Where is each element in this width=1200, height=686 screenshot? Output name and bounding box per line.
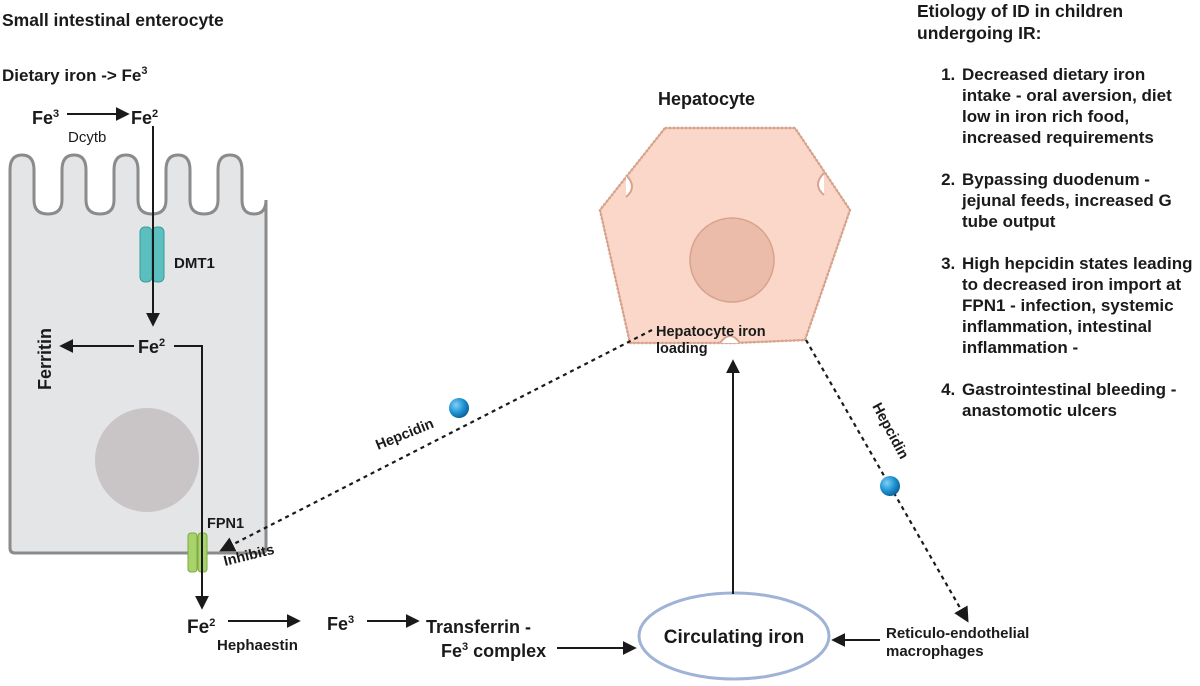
hepatocyte-nucleus (689, 217, 775, 303)
fe3-label-top: Fe3 (32, 108, 59, 128)
transferrin-label-line2: Fe3 complex (441, 641, 546, 661)
dmt1-label: DMT1 (174, 255, 215, 272)
ferritin-label: Ferritin (35, 328, 55, 390)
fpn1-transporter (187, 532, 208, 573)
dmt1-transporter (139, 226, 165, 283)
etiology-item-4: Gastrointestinal bleeding - anastomotic … (960, 379, 1197, 421)
etiology-item-1: Decreased dietary iron intake - oral ave… (960, 64, 1197, 148)
hepcidin-molecule-left (449, 398, 469, 418)
fe2-label-top: Fe2 (131, 108, 158, 128)
reticulo-label-line2: macrophages (886, 643, 984, 660)
arrow-fe2-to-fpn1 (174, 345, 209, 610)
hepatocyte-notch-left (625, 174, 633, 198)
hepcidin-molecule-right (880, 476, 900, 496)
hepatocyte-cell-outline (599, 127, 851, 344)
etiology-item-3: High hepcidin states leading to decrease… (960, 253, 1197, 358)
etiology-item-2: Bypassing duodenum - jejunal feeds, incr… (960, 169, 1197, 232)
hepcidin-label-left: Hepcidin (374, 416, 437, 454)
etiology-panel: Etiology of ID in children undergoing IR… (912, 0, 1197, 442)
hepatocyte-loading-line1: Hepatocyte iron (656, 324, 766, 340)
fe2-label-mid: Fe2 (138, 337, 165, 357)
etiology-title: Etiology of ID in children undergoing IR… (917, 1, 1124, 43)
transferrin-label-line1: Transferrin - (426, 617, 531, 637)
enterocyte-nucleus (95, 408, 199, 512)
hepcidin-label-right: Hepcidin (868, 400, 911, 462)
enterocyte-title: Small intestinal enterocyte (2, 10, 224, 30)
circulating-iron-label: Circulating iron (664, 627, 804, 648)
fpn1-label: FPN1 (207, 516, 244, 532)
hepatocyte-title: Hepatocyte (658, 89, 755, 109)
reticulo-label-line1: Reticulo-endothelial (886, 625, 1029, 642)
dcytb-label: Dcytb (68, 129, 106, 146)
fe2-label-bottom: Fe2 (187, 617, 215, 638)
hepatocyte-loading-line2: loading (656, 341, 708, 357)
fe3-label-bottom: Fe3 (327, 614, 354, 634)
hepatocyte-notch-right (817, 172, 825, 196)
dashed-hepcidin-to-fpn1 (219, 329, 653, 552)
hephaestin-label: Hephaestin (217, 637, 298, 654)
hepatocyte-notch-bottom (719, 335, 741, 344)
etiology-list: Decreased dietary iron intake - oral ave… (912, 64, 1197, 421)
dietary-iron-label: Dietary iron -> Fe3 (2, 65, 147, 85)
